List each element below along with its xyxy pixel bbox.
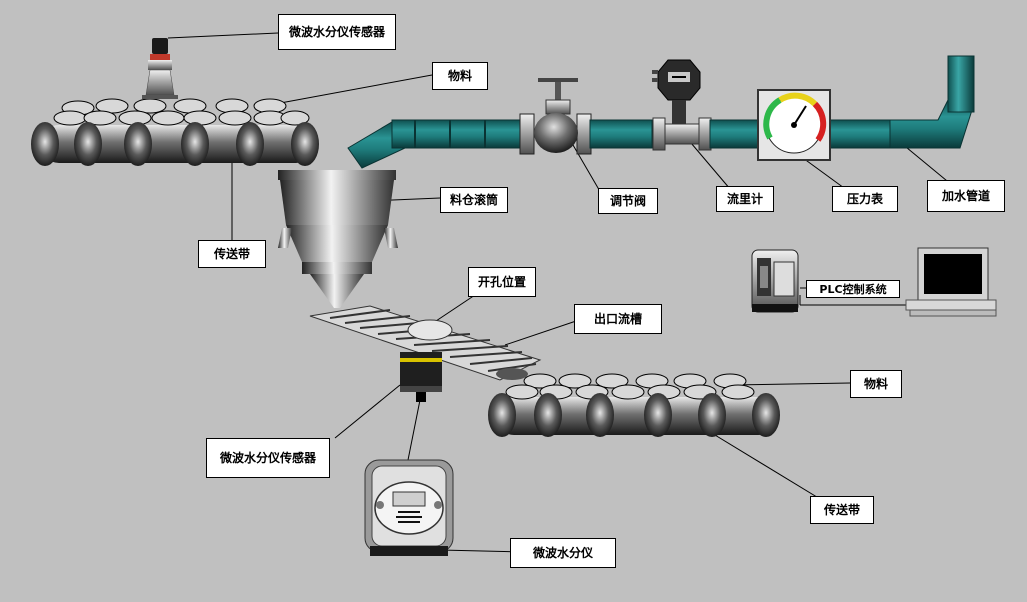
label-plc: PLC控制系统 — [806, 280, 900, 298]
flowmeter — [652, 59, 701, 124]
moisture-analyzer — [364, 459, 454, 556]
outlet-chute — [309, 305, 542, 381]
material-lumps-top — [53, 98, 310, 126]
label-sensor-bottom: 微波水分仪传感器 — [206, 438, 330, 478]
water-pipe — [347, 55, 975, 169]
label-water-pipe: 加水管道 — [927, 180, 1005, 212]
plc-controller — [751, 249, 799, 313]
hopper-drum — [278, 170, 398, 308]
opening-hole — [407, 319, 453, 341]
label-analyzer: 微波水分仪 — [510, 538, 616, 568]
conveyor-top — [31, 98, 319, 166]
label-material-top: 物料 — [432, 62, 488, 90]
computer — [905, 247, 997, 317]
label-hopper: 料仓滚筒 — [440, 187, 508, 213]
leader-lines — [167, 32, 959, 553]
conveyor-wheels-bottom — [488, 393, 780, 437]
label-valve: 调节阀 — [598, 188, 658, 214]
label-flowmeter: 流里计 — [716, 186, 774, 212]
label-outlet: 出口流槽 — [574, 304, 662, 334]
label-material-bottom: 物料 — [850, 370, 902, 398]
label-pressure-gauge: 压力表 — [832, 186, 898, 212]
label-opening: 开孔位置 — [468, 267, 536, 297]
pressure-gauge — [757, 89, 831, 161]
label-conveyor-bottom: 传送带 — [810, 496, 874, 524]
conveyor-bottom — [488, 373, 780, 437]
label-sensor-top: 微波水分仪传感器 — [278, 14, 396, 50]
moisture-sensor-top — [142, 38, 178, 99]
control-valve — [534, 78, 578, 153]
label-conveyor-top: 传送带 — [198, 240, 266, 268]
conveyor-wheels-top — [31, 122, 319, 166]
moisture-sensor-bottom — [400, 352, 442, 402]
